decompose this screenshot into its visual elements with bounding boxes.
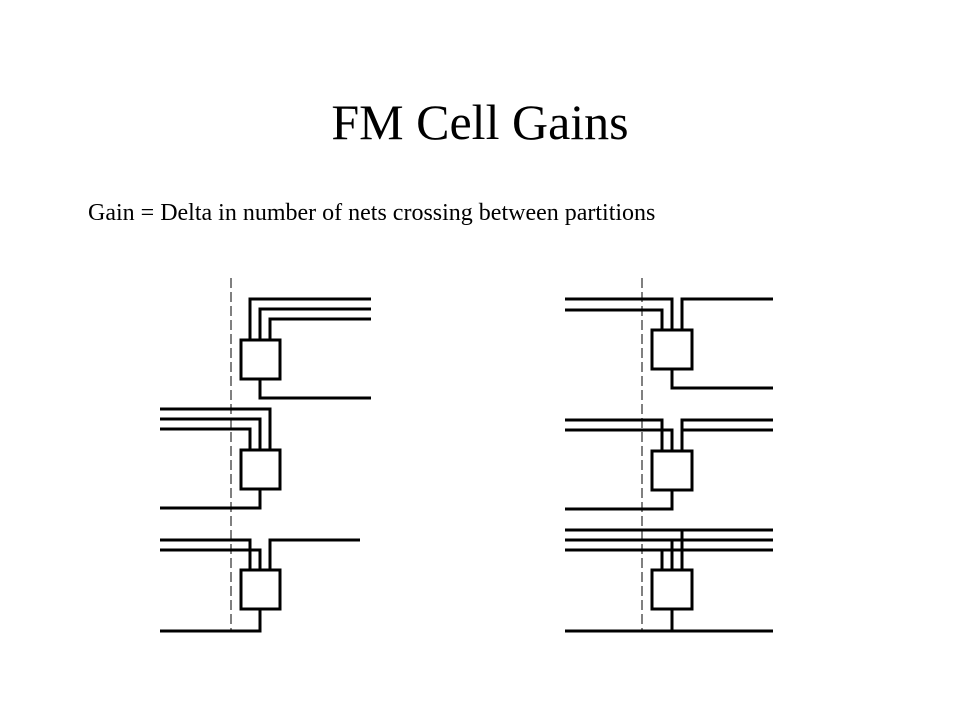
left-cell-2-net-d	[160, 489, 262, 510]
left-cell-2-group	[160, 407, 282, 510]
right-cell-3-group	[565, 528, 773, 633]
right-cell-2-group	[565, 418, 773, 511]
right-cell-2-net-d	[680, 428, 773, 451]
left-cell-1-group	[239, 297, 371, 400]
right-cell-1-net-b	[565, 308, 664, 330]
left-cell-2	[239, 448, 282, 491]
slide-title: FM Cell Gains	[331, 94, 629, 150]
right-cell-2-net-b	[565, 428, 674, 451]
left-cell-1-net-c	[268, 317, 371, 340]
left-diagram	[160, 278, 371, 633]
right-diagram	[565, 278, 773, 633]
left-cell-3-group	[160, 538, 360, 633]
left-cell-3-net-a	[160, 538, 252, 570]
right-cell-1-net-a	[565, 297, 674, 330]
left-cell-3-net-c	[268, 538, 360, 570]
left-cell-1-net-b	[258, 307, 371, 340]
right-cell-1	[650, 328, 694, 371]
left-cell-2-net-b	[160, 417, 262, 450]
right-cell-2-net-c	[680, 418, 773, 451]
right-cell-1-group	[565, 297, 773, 390]
left-cell-2-net-c	[160, 427, 252, 450]
left-cell-1-net-a	[248, 297, 371, 340]
left-cell-1-net-d	[258, 379, 371, 400]
left-cell-2-net-a	[160, 407, 272, 450]
left-cell-3-net-b	[160, 548, 262, 570]
right-cell-3	[650, 568, 694, 611]
right-cell-1-net-c	[680, 297, 773, 330]
right-cell-3-net-d	[565, 609, 773, 633]
gain-definition-text: Gain = Delta in number of nets crossing …	[88, 200, 656, 226]
left-cell-1	[239, 338, 282, 381]
right-cell-2-net-a	[565, 418, 664, 451]
left-cell-3	[239, 568, 282, 611]
right-cell-1-net-d	[670, 369, 773, 390]
right-cell-2	[650, 449, 694, 492]
right-cell-2-net-e	[565, 490, 674, 511]
left-cell-3-net-d	[160, 609, 262, 633]
